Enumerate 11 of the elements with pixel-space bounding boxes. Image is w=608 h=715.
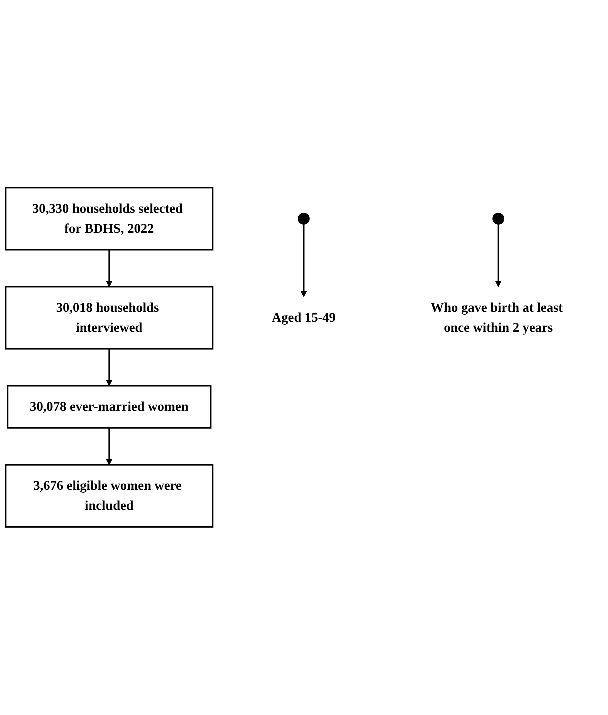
node-text: Who gave birth at least once within 2 years <box>430 300 564 335</box>
node-box: 30,078 ever-married women <box>7 385 212 429</box>
arrow <box>495 224 502 288</box>
arrow <box>106 349 113 386</box>
node-box: 30,330 households selected for BDHS, 2022 <box>5 187 214 251</box>
node-box: 30,018 households interviewed <box>5 286 214 350</box>
arrow <box>106 250 113 288</box>
arrow <box>300 224 308 298</box>
arrow <box>106 428 113 466</box>
node-box: 3,676 eligible women were included <box>5 464 214 528</box>
node-text: Aged 15-49 <box>272 310 336 325</box>
